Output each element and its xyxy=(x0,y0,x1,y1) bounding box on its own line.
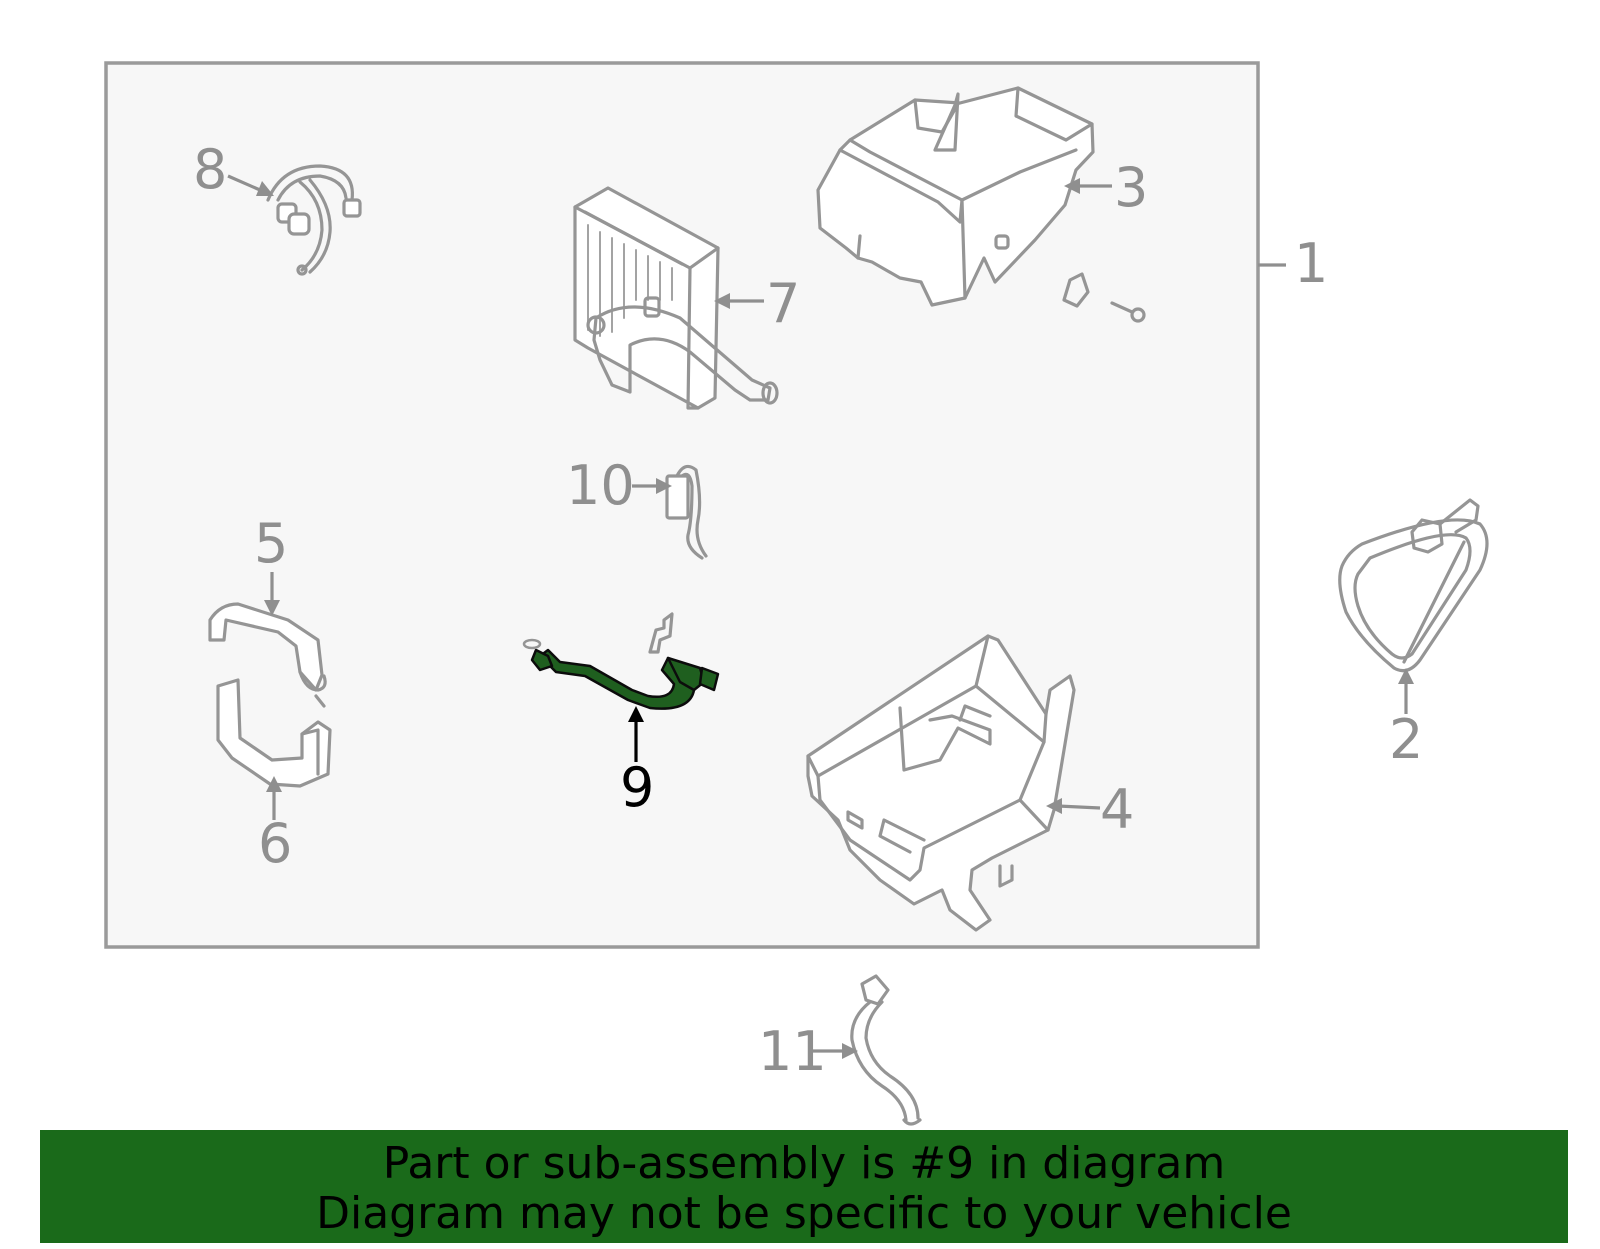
part-5-seal[interactable] xyxy=(208,602,327,708)
banner-line-disclaimer: Diagram may not be specific to your vehi… xyxy=(316,1188,1292,1239)
part-2-duct[interactable] xyxy=(1338,498,1489,673)
callout-7: 7 xyxy=(766,272,800,335)
part-3-upper-case[interactable] xyxy=(816,86,1146,323)
part-4-lower-case[interactable] xyxy=(806,634,1076,932)
banner-line-part: Part or sub-assembly is #9 in diagram xyxy=(382,1138,1226,1189)
callout-3: 3 xyxy=(1114,156,1148,219)
part-7-evaporator-core[interactable] xyxy=(573,186,779,410)
callout-10: 10 xyxy=(566,454,635,517)
callout-2: 2 xyxy=(1389,708,1423,771)
callout-6: 6 xyxy=(258,812,292,875)
callout-4: 4 xyxy=(1100,778,1134,841)
part-8-sensor-harness[interactable] xyxy=(266,164,362,276)
callout-11: 11 xyxy=(758,1020,827,1083)
callout-1: 1 xyxy=(1294,232,1328,295)
part-11-hose[interactable] xyxy=(850,974,922,1126)
part-10-sensor[interactable] xyxy=(665,464,708,560)
callout-9: 9 xyxy=(620,756,654,819)
part-9-tube-highlighted[interactable] xyxy=(522,612,720,710)
part-info-banner: Part or sub-assembly is #9 in diagram Di… xyxy=(40,1130,1568,1243)
leader-lines xyxy=(227,174,1414,1059)
callout-5: 5 xyxy=(254,512,288,575)
part-6-seal[interactable] xyxy=(216,678,332,788)
callout-8: 8 xyxy=(193,138,227,201)
banner-background xyxy=(40,1130,1568,1243)
